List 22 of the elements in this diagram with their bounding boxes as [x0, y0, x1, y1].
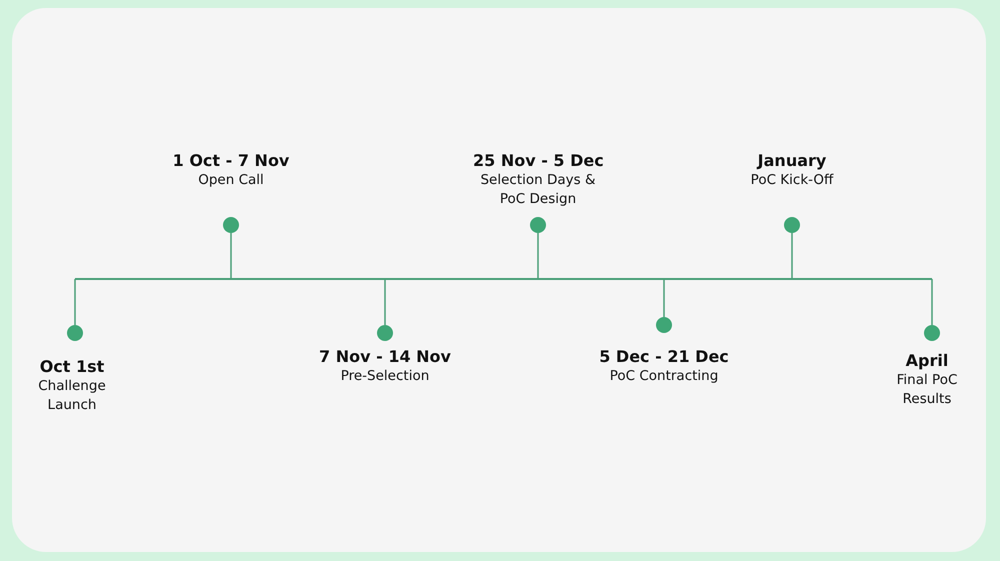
date-heading: April — [904, 351, 950, 371]
connector-line — [384, 279, 386, 325]
connector-line — [74, 279, 76, 325]
milestone-description: Pre-Selection — [340, 367, 430, 386]
timeline-axis — [75, 278, 932, 280]
date-heading: Oct 1st — [38, 357, 106, 377]
connector-line — [931, 279, 933, 325]
connector-line — [230, 233, 232, 279]
milestone-description: Challenge Launch — [37, 377, 107, 415]
milestone-description: Open Call — [197, 171, 265, 190]
milestone-description: PoC Kick-Off — [750, 171, 834, 190]
connector-line — [537, 233, 539, 279]
date-heading: January — [756, 151, 828, 171]
date-heading: 7 Nov - 14 Nov — [318, 347, 452, 367]
milestone-description: PoC Contracting — [608, 367, 720, 386]
date-heading: 1 Oct - 7 Nov — [172, 151, 290, 171]
connector-line — [791, 233, 793, 279]
milestone-description: Final PoC Results — [896, 371, 958, 409]
date-heading: 25 Nov - 5 Dec — [473, 151, 603, 171]
milestone-description: Selection Days & PoC Design — [479, 171, 596, 209]
date-heading: 5 Dec - 21 Dec — [599, 347, 729, 367]
connector-line — [663, 279, 665, 317]
